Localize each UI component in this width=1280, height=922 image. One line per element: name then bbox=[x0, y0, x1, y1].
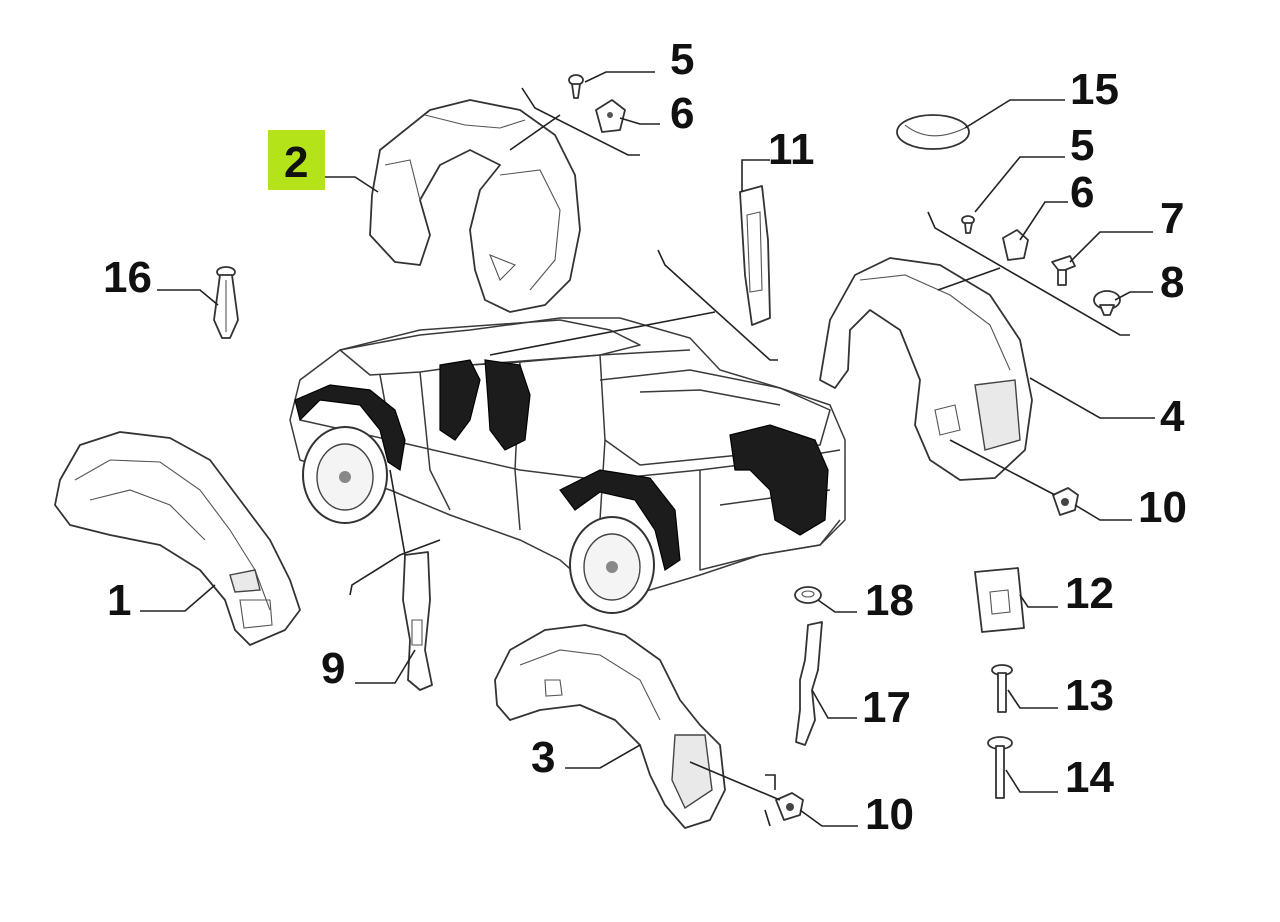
callout-11: 11 bbox=[768, 125, 815, 174]
callout-3: 3 bbox=[531, 733, 555, 782]
callout-8: 8 bbox=[1160, 258, 1184, 307]
part-15-cover-cap bbox=[896, 114, 970, 150]
callout-16: 16 bbox=[103, 253, 152, 302]
callout-2-highlight bbox=[268, 130, 325, 190]
part-13-bolt bbox=[991, 664, 1013, 713]
part-10-clip-bottom bbox=[775, 792, 804, 821]
part-8-rivet-cap bbox=[1093, 290, 1121, 316]
callout-14: 14 bbox=[1065, 753, 1114, 802]
part-18-grommet bbox=[794, 586, 822, 604]
callout-5-top: 5 bbox=[670, 35, 694, 84]
callouts: 1 2 3 4 5 5 6 6 7 8 9 10 10 11 12 13 14 … bbox=[103, 35, 1187, 839]
callout-18: 18 bbox=[865, 576, 914, 625]
callout-4: 4 bbox=[1160, 392, 1185, 441]
callout-6-top: 6 bbox=[670, 89, 694, 138]
part-7-push-clip bbox=[1051, 255, 1076, 286]
callout-17: 17 bbox=[862, 683, 911, 732]
callout-2: 2 bbox=[284, 138, 308, 187]
callout-13: 13 bbox=[1065, 671, 1114, 720]
part-10-clip-right bbox=[1052, 487, 1079, 516]
part-1-front-wheel-liner bbox=[54, 431, 301, 646]
callout-7: 7 bbox=[1160, 194, 1184, 243]
part-12-nut-clip bbox=[974, 567, 1025, 633]
pickup-truck-illustration bbox=[289, 317, 846, 614]
leader-lines bbox=[140, 71, 1155, 827]
part-14-long-bolt bbox=[987, 736, 1013, 799]
callout-12: 12 bbox=[1065, 569, 1114, 618]
part-9-bracket bbox=[402, 551, 433, 691]
callout-5-right: 5 bbox=[1070, 121, 1094, 170]
part-17-long-bracket bbox=[795, 621, 823, 746]
part-5-screw-top bbox=[568, 74, 584, 99]
callout-10-right: 10 bbox=[1138, 483, 1187, 532]
part-3-rear-wheel-liner bbox=[494, 624, 726, 829]
callout-15: 15 bbox=[1070, 65, 1119, 114]
part-4-rear-inner-liner bbox=[819, 257, 1033, 481]
part-11-strip bbox=[739, 185, 771, 326]
callout-10-bottom: 10 bbox=[865, 790, 914, 839]
part-5-screw-right bbox=[961, 215, 975, 234]
callout-1: 1 bbox=[107, 576, 131, 625]
part-16-push-pin bbox=[213, 266, 239, 339]
callout-6-right: 6 bbox=[1070, 168, 1094, 217]
part-2-front-inner-liner bbox=[369, 99, 581, 313]
part-6-washer-top bbox=[595, 99, 626, 133]
callout-9: 9 bbox=[321, 644, 345, 693]
